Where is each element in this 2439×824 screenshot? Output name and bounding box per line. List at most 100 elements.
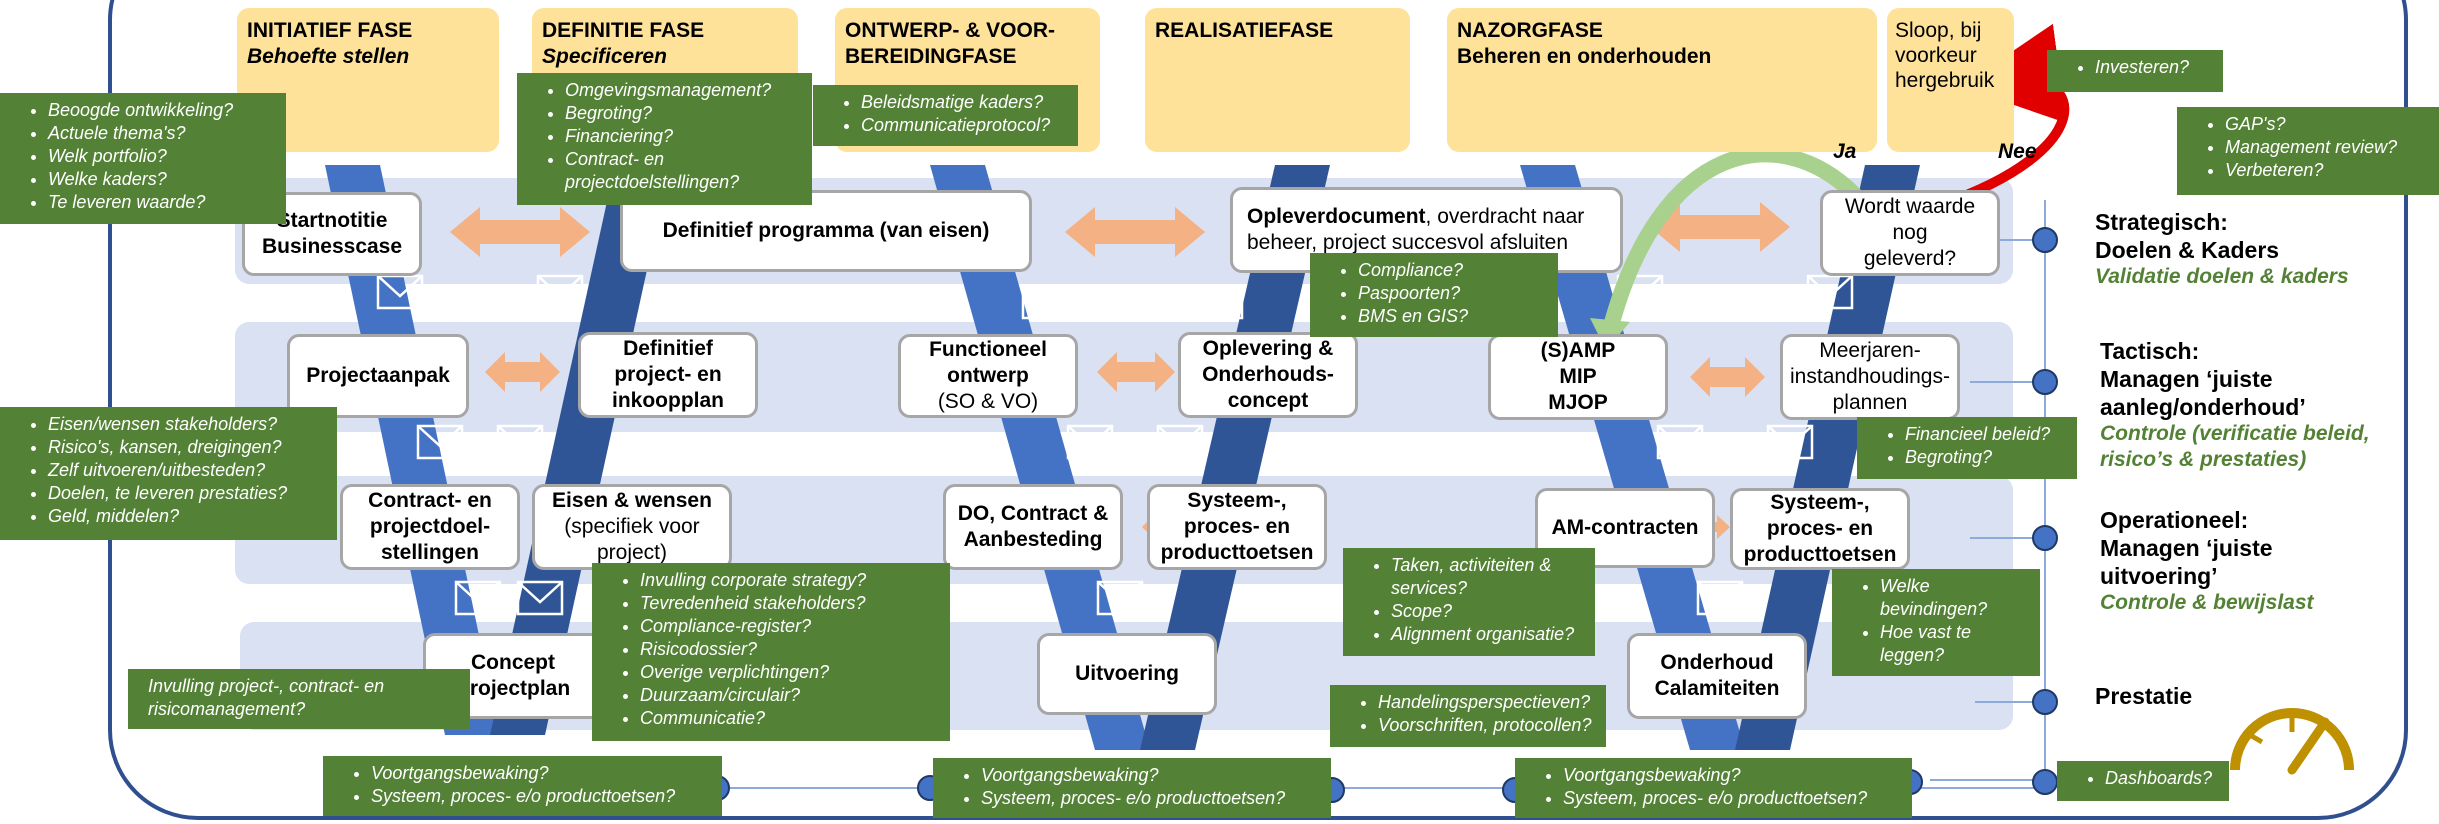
- level-green: Controle (verificatie beleid,: [2100, 422, 2370, 445]
- box-do-contract: DO, Contract & Aanbesteding: [943, 484, 1123, 570]
- note-voortgang-3: Voortgangsbewaking? Systeem, proces- e/o…: [1515, 758, 1912, 818]
- v-shape-initiatief-right: [490, 165, 670, 735]
- box-line: project): [596, 541, 668, 564]
- box-line: Onderhouds-: [1202, 363, 1334, 386]
- note-item: Compliance-register?: [640, 615, 940, 638]
- note-ontwerp: Beleidsmatige kaders? Communicatieprotoc…: [813, 85, 1078, 146]
- note-item: Risicodossier?: [640, 638, 940, 661]
- phase-title: INITIATIEF FASE: [247, 19, 413, 42]
- box-text: Opleverdocument, overdracht naar beheer,…: [1247, 204, 1606, 256]
- phase-sloop: Sloop, bij voorkeur hergebruik: [1887, 8, 2014, 152]
- box-line: Projectaanpak: [306, 364, 450, 387]
- note-item: Actuele thema's?: [48, 122, 276, 145]
- note-definitie: Omgevingsmanagement? Begroting? Financie…: [517, 73, 812, 205]
- note-handelings: Handelingsperspectieven? Voorschriften, …: [1330, 685, 1606, 747]
- box-contract-doel: Contract- en projectdoel- stellingen: [340, 484, 520, 570]
- note-item: Systeem, proces- e/o producttoetsen?: [371, 785, 712, 808]
- note-item: Risico's, kansen, dreigingen?: [48, 436, 327, 459]
- note-dashboards: Dashboards?: [2057, 761, 2229, 801]
- note-item: Communicatieprotocol?: [861, 114, 1068, 137]
- note-risicomanagement: Invulling project-, contract- en risicom…: [128, 669, 470, 729]
- note-item: Doelen, te leveren prestaties?: [48, 482, 327, 505]
- note-initiatief: Beoogde ontwikkeling? Actuele thema's? W…: [0, 93, 286, 224]
- box-meerjaren: Meerjaren- instandhoudings- plannen: [1780, 334, 1960, 420]
- phase-nazorg: NAZORGFASE Beheren en onderhouden: [1447, 8, 1877, 152]
- note-item: Voortgangsbewaking?: [981, 764, 1321, 787]
- box-line: Projectplan: [455, 677, 571, 700]
- note-item: Communicatie?: [640, 707, 940, 730]
- box-samp: (S)AMP MIP MJOP: [1488, 334, 1668, 420]
- note-item: Welke kaders?: [48, 168, 276, 191]
- level-subtitle: Doelen & Kaders: [2095, 237, 2280, 263]
- v-shape-ontwerp: [930, 165, 1150, 750]
- note-item: Zelf uitvoeren/uitbesteden?: [48, 459, 327, 482]
- level-strategisch: Strategisch: Doelen & Kaders Validatie d…: [2095, 208, 2349, 290]
- level-subtitle: aanleg/onderhoud’: [2100, 394, 2306, 420]
- level-tactisch: Tactisch: Managen ‘juiste aanleg/onderho…: [2100, 337, 2370, 473]
- box-line: DO, Contract &: [957, 502, 1109, 525]
- box-line: Meerjaren-: [1819, 339, 1921, 362]
- note-item: Handelingsperspectieven?: [1378, 691, 1596, 714]
- box-line: (S)AMP: [1540, 339, 1616, 362]
- box-line: MJOP: [1548, 391, 1608, 414]
- box-line: ontwerp: [947, 364, 1029, 387]
- box-systeem-toetsen-1: Systeem-, proces- en producttoetsen: [1147, 484, 1327, 570]
- note-item: Systeem, proces- e/o producttoetsen?: [981, 787, 1321, 810]
- note-investeren: Investeren?: [2047, 50, 2223, 92]
- note-item: Begroting?: [1905, 446, 2067, 469]
- box-line: geleverd?: [1863, 247, 1957, 270]
- box-line: Concept: [471, 651, 555, 674]
- phase-subtitle: Beheren en onderhouden: [1457, 45, 1712, 68]
- note-bevindingen: Welke bevindingen? Hoe vast te leggen?: [1832, 569, 2040, 676]
- box-eisen-wensen: Eisen & wensen (specifiek voor project): [532, 484, 732, 570]
- level-subtitle: uitvoering’: [2100, 563, 2218, 589]
- note-item: BMS en GIS?: [1358, 305, 1548, 328]
- phase-line: voorkeur: [1895, 44, 1977, 67]
- box-line: instandhoudings-: [1790, 365, 1950, 388]
- phase-realisatie: REALISATIEFASE: [1145, 8, 1410, 152]
- note-item: Overige verplichtingen?: [640, 661, 940, 684]
- level-green: risico’s & prestaties): [2100, 448, 2307, 471]
- note-item: Taken, activiteiten & services?: [1391, 554, 1585, 600]
- note-item: Welke bevindingen?: [1880, 575, 2030, 621]
- box-projectaanpak: Projectaanpak: [287, 334, 469, 418]
- level-subtitle: Managen ‘juiste: [2100, 366, 2273, 392]
- box-functioneel-ontwerp: Functioneel ontwerp (SO & VO): [898, 334, 1078, 418]
- phase-line: Sloop, bij: [1895, 19, 1982, 42]
- level-title: Strategisch:: [2095, 209, 2228, 235]
- note-item: Invulling corporate strategy?: [640, 569, 940, 592]
- box-line: Uitvoering: [1075, 662, 1179, 685]
- note-item: Systeem, proces- e/o producttoetsen?: [1563, 787, 1902, 810]
- box-line: Onderhoud: [1660, 651, 1774, 674]
- box-line: (specifiek voor: [564, 515, 700, 538]
- box-systeem-toetsen-2: Systeem-, proces- en producttoetsen: [1730, 488, 1910, 570]
- curved-arrow-icon: [1938, 23, 2070, 210]
- box-line: Oplevering &: [1202, 337, 1334, 360]
- phase-title: DEFINITIE FASE: [542, 19, 705, 42]
- note-item: Welk portfolio?: [48, 145, 276, 168]
- box-definitief-project: Definitief project- en inkoopplan: [578, 332, 758, 418]
- box-uitvoering: Uitvoering: [1037, 633, 1217, 715]
- note-item: Duurzaam/circulair?: [640, 684, 940, 707]
- box-line: Calamiteiten: [1654, 677, 1780, 700]
- note-item: Eisen/wensen stakeholders?: [48, 413, 327, 436]
- v-shape-nazorg-right: [1735, 165, 1920, 750]
- box-line: inkoopplan: [612, 389, 724, 412]
- note-item: Dashboards?: [2105, 767, 2219, 790]
- box-line: MIP: [1559, 365, 1597, 388]
- note-item: Geld, middelen?: [48, 505, 327, 528]
- note-item: GAP's?: [2225, 113, 2429, 136]
- phase-title: ONTWERP- & VOOR-: [845, 19, 1055, 42]
- label-nee: Nee: [1998, 140, 2037, 163]
- note-taken: Taken, activiteiten & services? Scope? A…: [1343, 548, 1595, 656]
- box-oplevering: Oplevering & Onderhouds- concept: [1178, 332, 1358, 418]
- gauge-icon: [2230, 708, 2354, 775]
- level-green: Controle & bewijslast: [2100, 591, 2314, 614]
- v-shape-nazorg: [1520, 165, 1745, 750]
- box-line: Functioneel: [929, 338, 1047, 361]
- box-line: Systeem-,: [1187, 489, 1287, 512]
- box-bold: Opleverdocument: [1247, 205, 1426, 228]
- box-rest: , overdracht naar beheer, project succes…: [1247, 205, 1585, 254]
- note-item: Tevredenheid stakeholders?: [640, 592, 940, 615]
- note-eisen-stakeholders: Eisen/wensen stakeholders? Risico's, kan…: [0, 407, 337, 540]
